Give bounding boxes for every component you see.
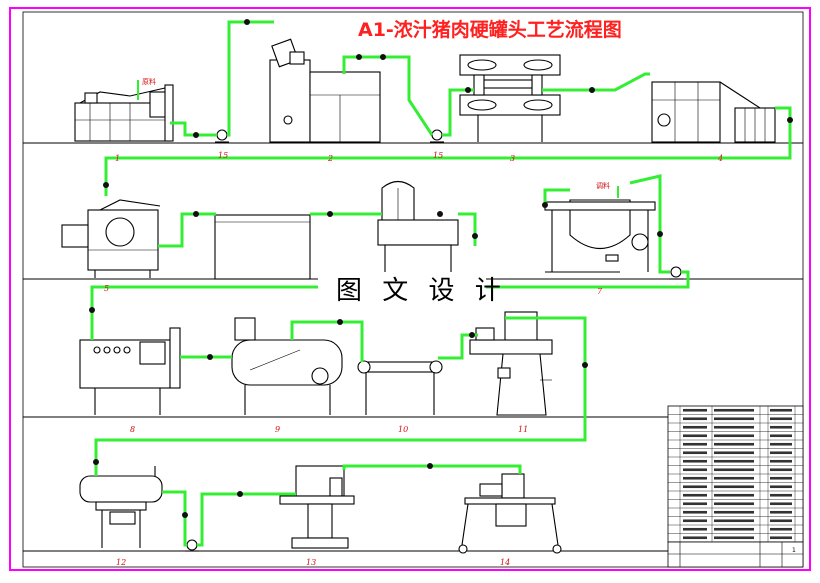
parts-table-cell-text	[683, 510, 707, 514]
parts-table-cell-text	[770, 536, 792, 540]
parts-table-cell-text	[714, 519, 754, 523]
equipment-3	[459, 54, 561, 142]
parts-table-cell-text	[683, 442, 707, 446]
equipment-6	[377, 180, 459, 280]
label-11: 11	[518, 425, 528, 434]
outer-border	[9, 7, 811, 571]
equipment-10	[357, 360, 443, 415]
pipelines	[90, 20, 792, 547]
parts-table-cell-text	[714, 536, 754, 540]
parts-table-cell-text	[714, 442, 754, 446]
parts-table-cell-text	[714, 502, 754, 506]
label-15a: 15	[218, 151, 228, 160]
parts-table-cell-text	[770, 493, 792, 497]
equipment-8	[79, 327, 181, 415]
equipment-12	[79, 466, 163, 548]
parts-table-cell-text	[683, 502, 707, 506]
parts-table-cell-text	[770, 425, 792, 429]
parts-table-cell-text	[683, 536, 707, 540]
label-9: 9	[275, 425, 280, 434]
diagram-title: A1-浓汁猪肉硬罐头工艺流程图	[358, 18, 622, 41]
label-7: 7	[597, 287, 603, 296]
parts-table-cell-text	[683, 527, 707, 531]
parts-table-cell-text	[770, 485, 792, 489]
label-8: 8	[130, 425, 135, 434]
equipment-2	[269, 38, 381, 143]
parts-table-cell-text	[683, 425, 707, 429]
equipment-4	[651, 81, 776, 143]
parts-table-cell-text	[770, 417, 792, 421]
parts-table-cell-text	[683, 434, 707, 438]
pump-12	[185, 539, 199, 552]
parts-table-cell-text	[714, 485, 754, 489]
parts-table-cell-text	[714, 468, 754, 472]
pump-15a	[215, 129, 229, 143]
equipment-14	[458, 473, 562, 554]
label-13: 13	[306, 558, 316, 567]
pump-7	[669, 266, 683, 280]
parts-table-cell-text	[683, 519, 707, 523]
parts-table-cell-text	[770, 519, 792, 523]
equipment-5	[61, 199, 161, 278]
parts-table-cell-text	[770, 459, 792, 463]
parts-table-cell-text	[683, 468, 707, 472]
label-1: 1	[115, 154, 120, 163]
parts-table-cell-text	[714, 527, 754, 531]
equipment-1	[74, 84, 174, 142]
label-10: 10	[398, 425, 408, 434]
parts-table-cell-text	[770, 442, 792, 446]
inner-frame	[22, 11, 804, 568]
parts-table-cell-text	[714, 459, 754, 463]
title-block: 1	[667, 541, 804, 568]
label-2: 2	[327, 154, 333, 163]
feed-label-raw: 原料	[142, 77, 156, 86]
parts-table-cell-text	[683, 451, 707, 455]
watermark-box	[318, 272, 486, 306]
parts-table-cell-text	[683, 485, 707, 489]
parts-table-cell-text	[714, 417, 754, 421]
label-5: 5	[104, 284, 109, 293]
equipment-11	[469, 311, 553, 416]
label-14: 14	[500, 558, 510, 567]
parts-table-cell-text	[683, 417, 707, 421]
parts-table-cell-text	[714, 510, 754, 514]
label-12: 12	[116, 558, 126, 567]
parts-table	[667, 405, 804, 543]
parts-table-cell-text	[714, 451, 754, 455]
parts-table-cell-text	[714, 425, 754, 429]
label-3: 3	[510, 154, 515, 163]
valve-markers	[89, 19, 793, 518]
parts-table-cell-text	[770, 510, 792, 514]
equipment-13	[279, 465, 355, 549]
title-block-sheet: 1	[792, 547, 796, 554]
parts-table-cell-text	[714, 476, 754, 480]
equipment-9	[231, 317, 343, 415]
label-4: 4	[717, 154, 723, 163]
parts-table-cell-text	[683, 476, 707, 480]
equipment-7	[544, 199, 656, 273]
parts-table-cell-text	[770, 527, 792, 531]
parts-table-cell-text	[770, 434, 792, 438]
equipment-trough	[214, 214, 311, 280]
parts-table-cell-text	[714, 493, 754, 497]
parts-table-cell-text	[770, 408, 792, 412]
feed-label-seasoning: 调料	[596, 181, 610, 190]
pump-15b	[430, 129, 444, 143]
parts-table-cell-text	[683, 459, 707, 463]
watermark: 图 文 设 计	[336, 276, 507, 306]
parts-table-cell-text	[714, 408, 754, 412]
parts-table-cell-text	[770, 468, 792, 472]
equipment-numbers: 1 15 2 15 3 4 5 7 8 9 10 11 12 13 14	[104, 151, 723, 567]
parts-table-cell-text	[683, 493, 707, 497]
parts-table-cell-text	[770, 502, 792, 506]
label-15b: 15	[433, 151, 443, 160]
parts-table-cell-text	[770, 476, 792, 480]
parts-table-cell-text	[770, 451, 792, 455]
parts-table-cell-text	[683, 408, 707, 412]
parts-table-cell-text	[714, 434, 754, 438]
